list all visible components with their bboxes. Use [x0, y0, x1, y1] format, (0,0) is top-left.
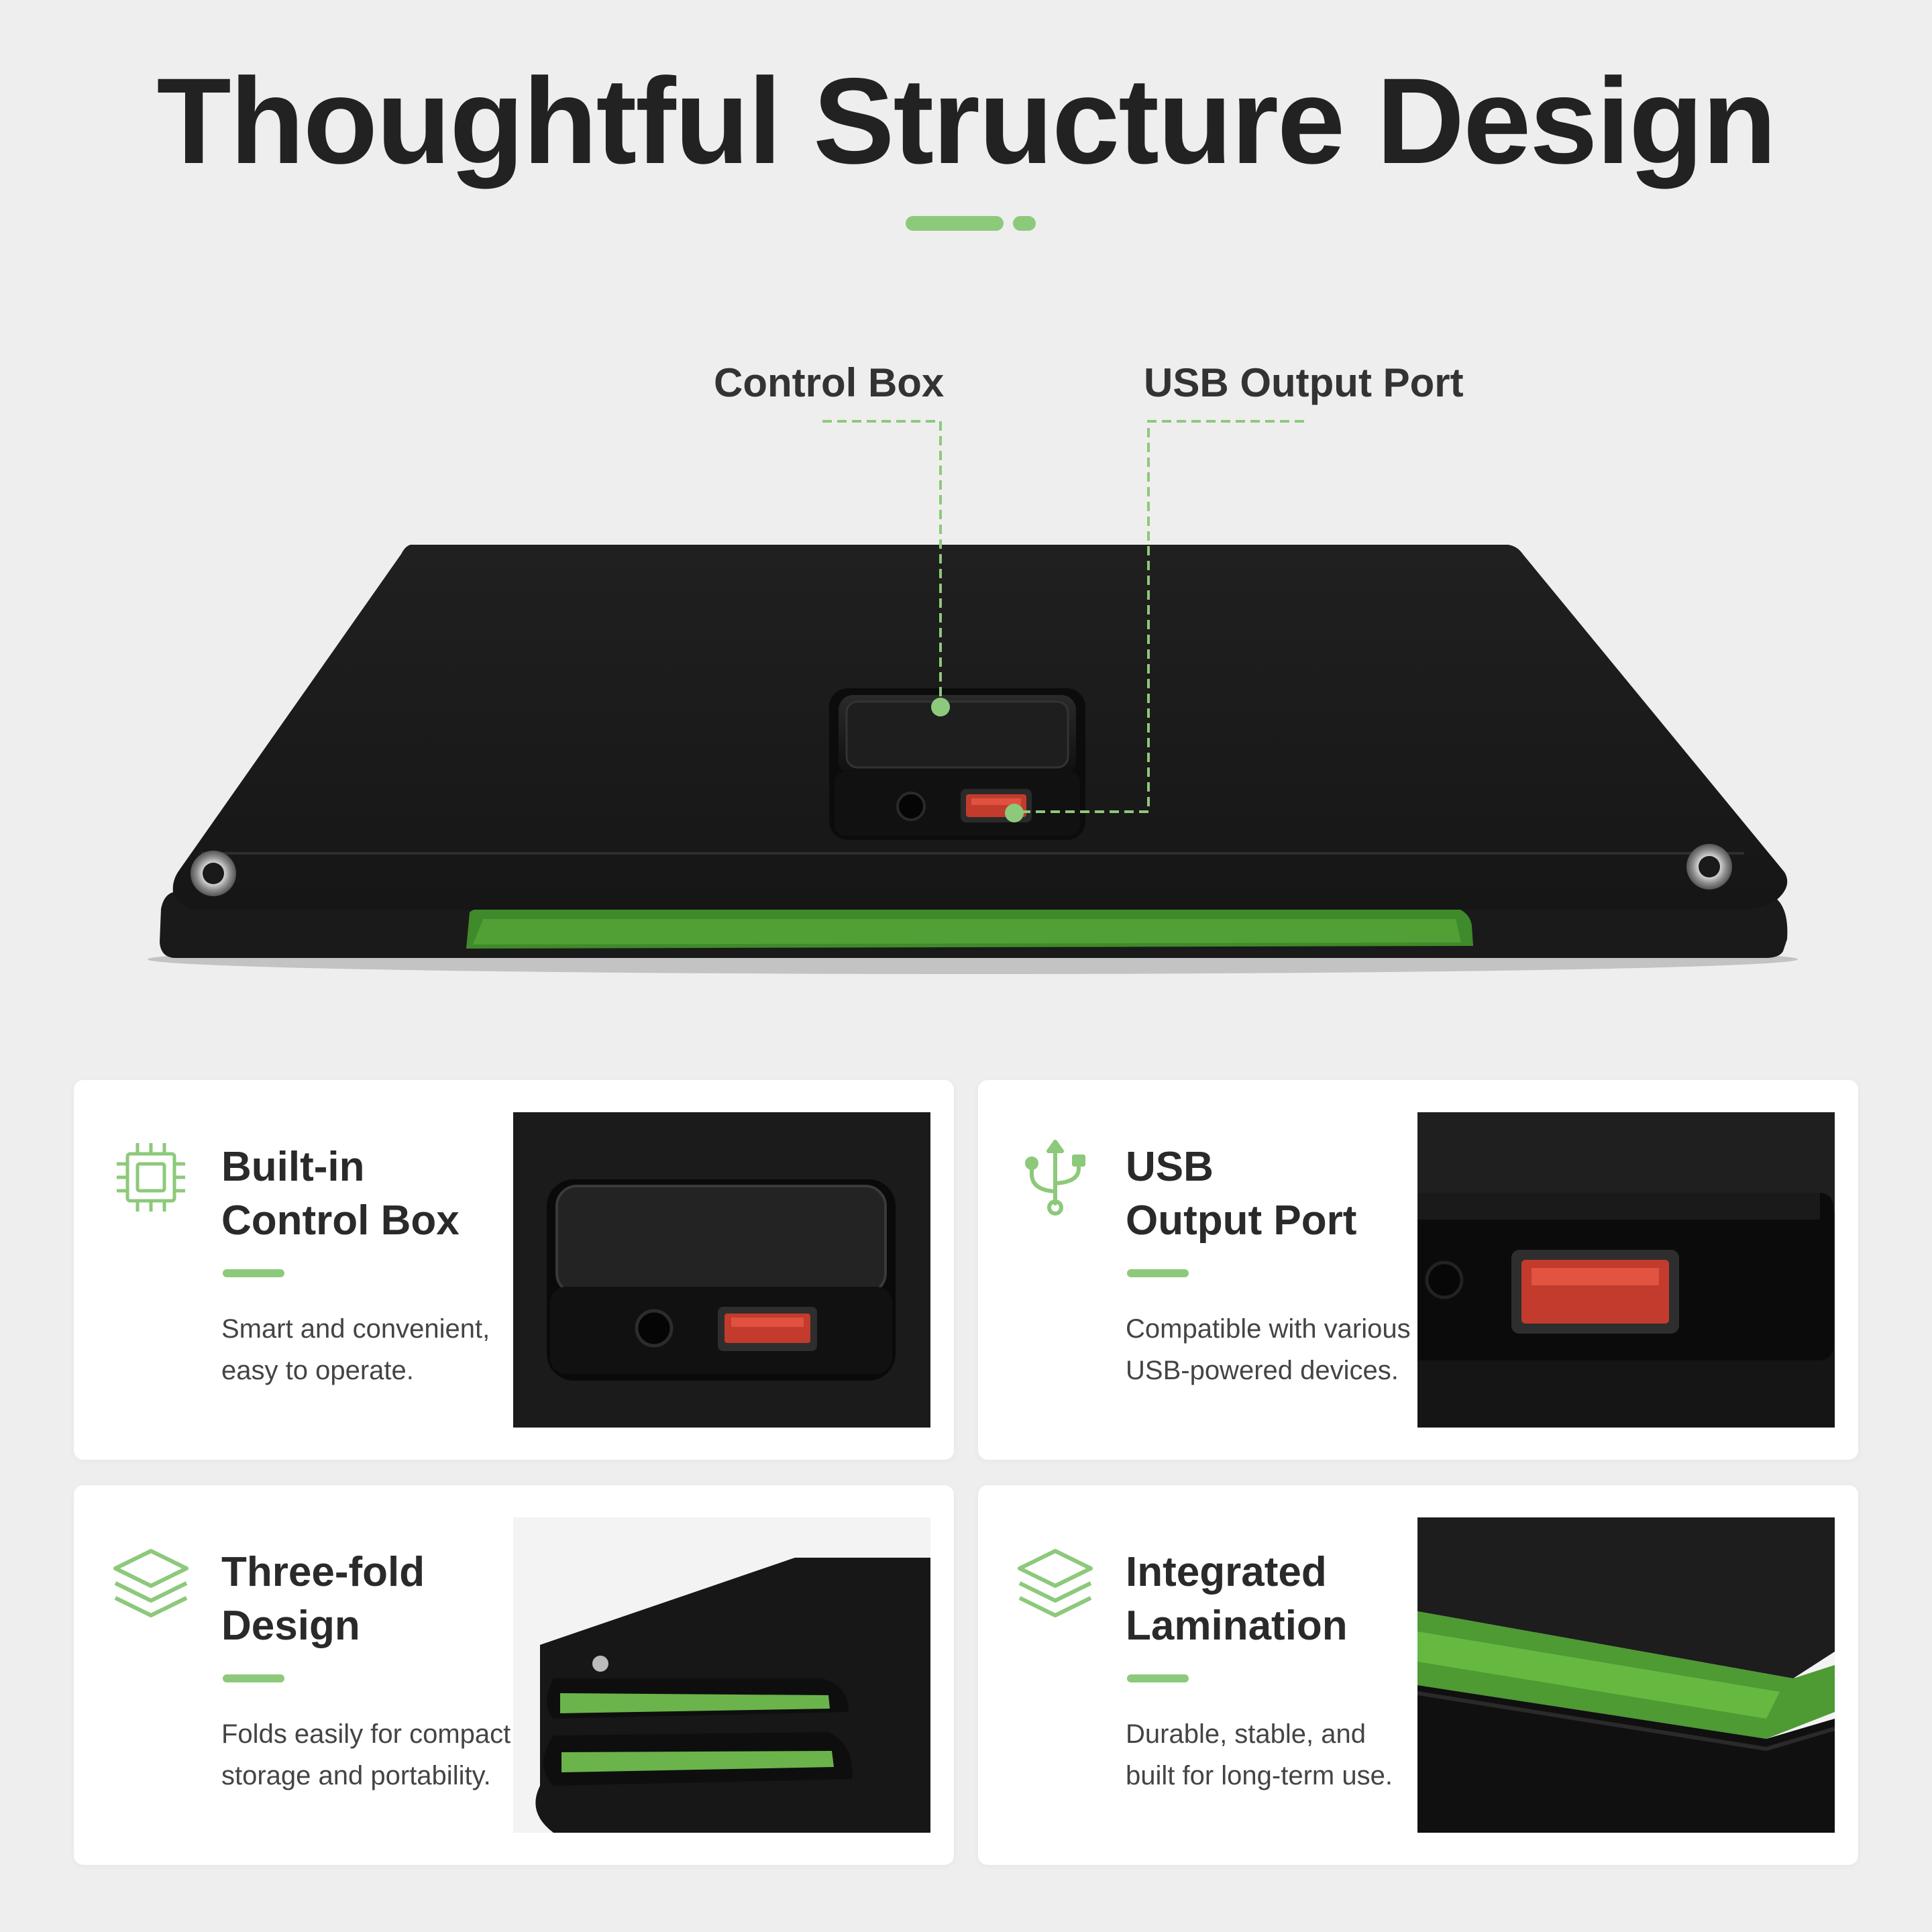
- usb-port-photo: [1417, 1112, 1835, 1428]
- chip-icon: [117, 1143, 185, 1212]
- card-title: Three-fold Design: [221, 1549, 425, 1649]
- layers-icon: [1018, 1549, 1093, 1617]
- callout-label-control-box: Control Box: [714, 360, 945, 405]
- control-box-button: [896, 792, 926, 821]
- lamination-photo: [1417, 1517, 1835, 1833]
- card-accent-bar: [1127, 1269, 1189, 1277]
- card-accent-bar: [223, 1269, 284, 1277]
- card-description: Durable, stable, and built for long-term…: [1126, 1719, 1393, 1790]
- three-fold-photo: [513, 1517, 930, 1833]
- callout-usb-dot: [1005, 804, 1024, 822]
- card-title: Integrated Lamination: [1126, 1549, 1348, 1649]
- feature-card-usb-port: USB Output Port Compatible with various …: [978, 1080, 1858, 1460]
- callout-control-box-dot: [931, 698, 950, 716]
- card-title: Built-in Control Box: [221, 1144, 460, 1244]
- card-accent-bar: [1127, 1674, 1189, 1682]
- feature-card-control-box: Built-in Control Box Smart and convenien…: [74, 1080, 954, 1460]
- card-title: USB Output Port: [1126, 1144, 1357, 1244]
- usb-icon: [1025, 1140, 1085, 1216]
- solar-panel-illustration: [148, 420, 1798, 974]
- callout-control-box-line: [822, 420, 942, 706]
- card-accent-bar: [223, 1674, 284, 1682]
- card-description: Folds easily for compact storage and por…: [221, 1719, 511, 1790]
- control-box-photo: [513, 1112, 930, 1428]
- page-title: Thoughtful Structure Design: [156, 52, 1777, 189]
- title-accent-long: [906, 216, 1004, 231]
- callout-label-usb-port: USB Output Port: [1144, 360, 1464, 405]
- title-accent-short: [1013, 216, 1036, 231]
- feature-card-lamination: Integrated Lamination Durable, stable, a…: [978, 1485, 1858, 1865]
- feature-card-three-fold: Three-fold Design Folds easily for compa…: [74, 1485, 954, 1865]
- card-description: Compatible with various USB-powered devi…: [1126, 1314, 1411, 1385]
- callout-usb-line: [1014, 420, 1304, 813]
- layers-icon: [113, 1549, 189, 1617]
- control-box: [829, 688, 1085, 840]
- card-description: Smart and convenient, easy to operate.: [221, 1314, 490, 1385]
